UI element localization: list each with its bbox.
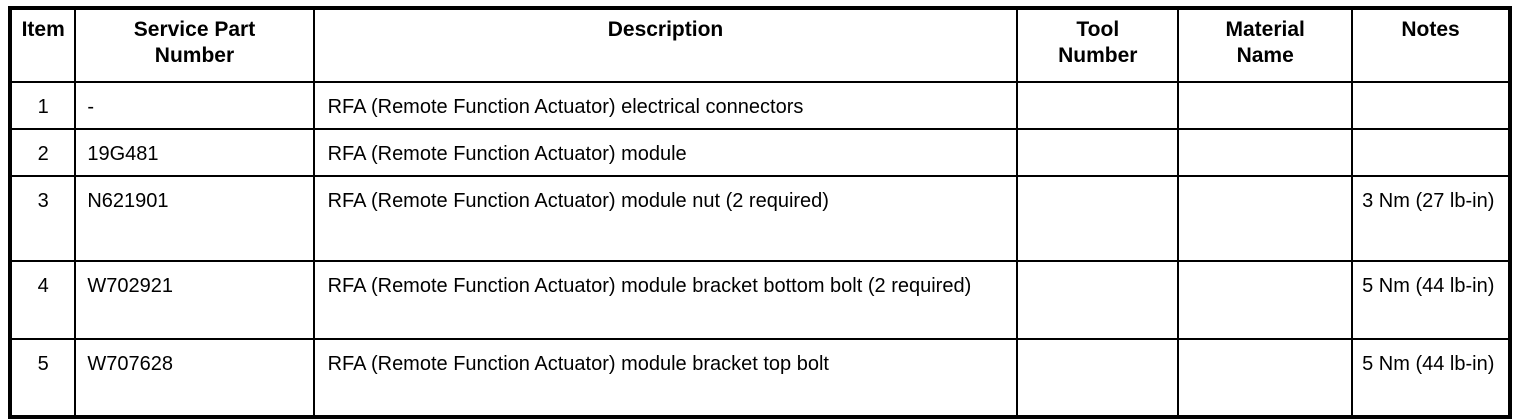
cell-description: RFA (Remote Function Actuator) module nu… xyxy=(312,175,1019,262)
column-header-tool-number: Tool Number xyxy=(1016,7,1180,83)
cell-material-name xyxy=(1177,338,1354,418)
cell-description: RFA (Remote Function Actuator) electrica… xyxy=(312,81,1019,130)
cell-service-part-number: W702921 xyxy=(74,260,315,340)
cell-item-text: 3 xyxy=(37,190,49,212)
column-header-material-line1: Material xyxy=(1225,18,1305,41)
cell-tool-number xyxy=(1016,128,1180,177)
column-header-part-line2: Number xyxy=(154,44,235,68)
column-header-notes-label: Notes xyxy=(1401,18,1460,41)
column-header-tool-line1: Tool xyxy=(1076,18,1120,41)
cell-tool-number xyxy=(1016,175,1180,262)
cell-description-text: RFA (Remote Function Actuator) module xyxy=(327,143,687,165)
cell-service-part-number-text: W707628 xyxy=(87,353,173,375)
table-row: 5 W707628 RFA (Remote Function Actuator)… xyxy=(8,338,1511,418)
cell-item-text: 1 xyxy=(37,96,49,118)
cell-material-name xyxy=(1177,81,1354,130)
cell-item: 3 xyxy=(8,175,77,262)
cell-service-part-number: W707628 xyxy=(74,338,315,418)
cell-service-part-number-text: 19G481 xyxy=(87,143,159,165)
cell-service-part-number: 19G481 xyxy=(74,128,315,177)
cell-notes xyxy=(1351,81,1511,130)
cell-service-part-number: N621901 xyxy=(74,175,315,262)
table-body: 1 - RFA (Remote Function Actuator) elect… xyxy=(8,81,1511,418)
column-header-notes: Notes xyxy=(1351,7,1511,83)
cell-item: 4 xyxy=(8,260,77,340)
cell-description: RFA (Remote Function Actuator) module br… xyxy=(312,338,1019,418)
cell-tool-number xyxy=(1016,260,1180,340)
cell-description: RFA (Remote Function Actuator) module br… xyxy=(312,260,1019,340)
header-row: Item Service Part Number Description Too… xyxy=(8,7,1511,83)
cell-notes: 5 Nm (44 lb-in) xyxy=(1351,338,1511,418)
cell-item: 5 xyxy=(8,338,77,418)
column-header-material-name-label: Material Name xyxy=(1179,10,1351,70)
cell-item: 2 xyxy=(8,128,77,177)
cell-item: 1 xyxy=(8,81,77,130)
table-row: 3 N621901 RFA (Remote Function Actuator)… xyxy=(8,175,1511,262)
cell-tool-number xyxy=(1016,81,1180,130)
cell-notes: 3 Nm (27 lb-in) xyxy=(1351,175,1511,262)
cell-service-part-number: - xyxy=(74,81,315,130)
column-header-tool-line2: Number xyxy=(1058,44,1138,68)
cell-notes-text xyxy=(1353,130,1508,141)
table-header: Item Service Part Number Description Too… xyxy=(8,7,1511,83)
cell-service-part-number-text: N621901 xyxy=(87,190,169,212)
cell-notes-text: 5 Nm (44 lb-in) xyxy=(1362,353,1495,375)
cell-description-text: RFA (Remote Function Actuator) module br… xyxy=(327,353,829,375)
table-row: 1 - RFA (Remote Function Actuator) elect… xyxy=(8,81,1511,130)
service-parts-table: Item Service Part Number Description Too… xyxy=(8,6,1512,419)
cell-material-name xyxy=(1177,175,1354,262)
column-header-material-line2: Name xyxy=(1236,44,1294,68)
cell-notes xyxy=(1351,128,1511,177)
column-header-service-part-number-label: Service Part Number xyxy=(76,10,312,70)
cell-material-name xyxy=(1177,128,1354,177)
cell-description-text: RFA (Remote Function Actuator) module nu… xyxy=(327,190,829,212)
column-header-tool-number-label: Tool Number xyxy=(1018,10,1177,70)
cell-material-name xyxy=(1177,260,1354,340)
column-header-item: Item xyxy=(8,7,77,83)
cell-item-text: 4 xyxy=(37,275,49,297)
cell-item-text: 5 xyxy=(37,353,49,375)
column-header-description-label: Description xyxy=(607,18,724,41)
column-header-service-part-number: Service Part Number xyxy=(74,7,315,83)
column-header-item-label: Item xyxy=(21,18,65,41)
cell-item-text: 2 xyxy=(37,143,49,165)
table-row: 2 19G481 RFA (Remote Function Actuator) … xyxy=(8,128,1511,177)
column-header-material-name: Material Name xyxy=(1177,7,1354,83)
cell-notes-text: 3 Nm (27 lb-in) xyxy=(1362,190,1495,212)
cell-notes-text xyxy=(1353,83,1508,94)
cell-service-part-number-text: W702921 xyxy=(87,275,173,297)
column-header-description: Description xyxy=(312,7,1019,83)
cell-notes: 5 Nm (44 lb-in) xyxy=(1351,260,1511,340)
cell-notes-text: 5 Nm (44 lb-in) xyxy=(1362,275,1495,297)
table-row: 4 W702921 RFA (Remote Function Actuator)… xyxy=(8,260,1511,340)
cell-description: RFA (Remote Function Actuator) module xyxy=(312,128,1019,177)
cell-description-text: RFA (Remote Function Actuator) module br… xyxy=(327,275,972,297)
cell-service-part-number-text: - xyxy=(87,96,95,118)
column-header-part-line1: Service Part xyxy=(133,18,256,41)
cell-description-text: RFA (Remote Function Actuator) electrica… xyxy=(327,96,804,118)
cell-tool-number xyxy=(1016,338,1180,418)
